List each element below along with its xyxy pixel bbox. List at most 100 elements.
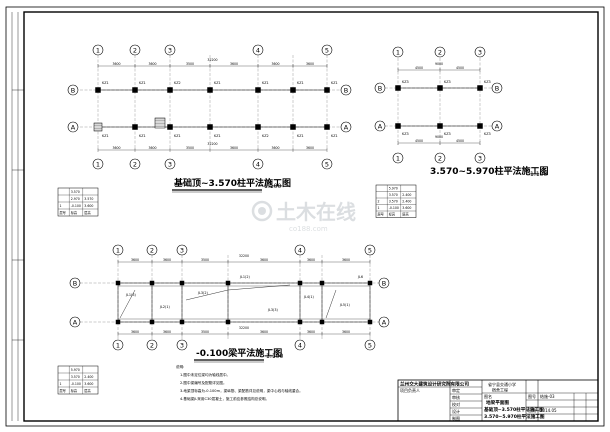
plan3-top-dim-value: 3600 xyxy=(163,258,171,262)
plan2-axis-b-right xyxy=(491,82,503,94)
column xyxy=(367,280,373,286)
plan1-axis-bottom-label: 5 xyxy=(325,160,329,168)
plan3-axis-b-right xyxy=(378,277,390,289)
plan2-axis-top-label: 1 xyxy=(396,48,400,56)
column xyxy=(290,87,296,93)
plan2-axis-a-right xyxy=(491,120,503,132)
plan2-axis-bottom xyxy=(392,152,404,164)
plan3-axis-a-left xyxy=(69,316,81,328)
table-cell: -0.100 xyxy=(71,382,81,386)
plan3-axis-bottom-label: 5 xyxy=(368,341,372,349)
notes-heading: 说明: xyxy=(176,364,184,369)
plan3-axis-a-left-label: A xyxy=(73,318,78,326)
table-cell: 3.570 xyxy=(389,193,398,197)
plan1-axis-top xyxy=(129,44,141,56)
plan3-axis-top xyxy=(112,244,124,256)
column xyxy=(207,124,213,130)
table-border xyxy=(375,184,417,218)
plan1-axis-top xyxy=(164,44,176,56)
plan1-top-dim-value: 3600 xyxy=(112,62,120,66)
column-detail-b xyxy=(154,117,166,129)
plan1-bottom-dim-total: 32200 xyxy=(207,142,217,146)
table-cell: 1 xyxy=(378,206,380,210)
plan3-axis-top xyxy=(294,244,306,256)
note-4: 4.基础梁JL采用C30混凝土，施工前应参照结构总说明。 xyxy=(180,396,269,401)
column xyxy=(319,280,325,286)
beam-line-diag xyxy=(119,289,136,319)
plan1-axis-top-label: 3 xyxy=(168,46,172,54)
plan2-bottom-dim-total: 9000 xyxy=(435,135,443,139)
plan3-bottom-dim-value: 3600 xyxy=(131,330,139,334)
plan2-axis-b-left-label: B xyxy=(378,84,382,92)
beam-tag: JL3(3) xyxy=(267,308,279,312)
column xyxy=(319,319,325,325)
plan1-axis-bottom xyxy=(252,158,264,170)
title-block: 兰州交大建筑设计研究院有限公司 审定 审核 校对 设计 制图 项目负责人 省宁县… xyxy=(397,379,599,422)
plan1-bottom-dim-value: 3600 xyxy=(230,146,238,150)
column xyxy=(167,87,173,93)
column-tag: KZ3 xyxy=(444,80,451,84)
beam-tag: JL5(1) xyxy=(339,303,351,307)
plan2-axis-top-label: 2 xyxy=(438,48,442,56)
plan3-axis-top-label: 2 xyxy=(150,246,154,254)
plan1-bottom-dim-value: 3600 xyxy=(112,146,120,150)
plan3-axis-bottom xyxy=(294,339,306,351)
table-cell: 1 xyxy=(60,382,62,386)
table-cell: 层高 xyxy=(84,210,90,215)
column xyxy=(179,319,185,325)
column xyxy=(115,280,121,286)
beam-tag: JL1(2) xyxy=(239,275,251,279)
drawing-date: 2014.05 xyxy=(540,408,557,413)
plan2-axis-bottom-label: 1 xyxy=(396,154,400,162)
plan1-axis-top-label: 5 xyxy=(325,46,329,54)
plan3-axis-bottom-label: 2 xyxy=(150,341,154,349)
plan3-bottom-dim-value: 3600 xyxy=(307,330,315,334)
table-cell: 3.570 xyxy=(389,200,398,204)
column xyxy=(207,87,213,93)
watermark-url: co188.com xyxy=(289,225,328,233)
plan1-axis-bottom xyxy=(92,158,104,170)
plan3-bottom-dim-total: 32200 xyxy=(239,326,249,330)
column xyxy=(324,87,330,93)
plan1-axis-top-label: 1 xyxy=(96,46,100,54)
plan2-bottom-dim-value: 4500 xyxy=(456,139,464,143)
plan3-axis-top xyxy=(364,244,376,256)
table-cell: 标高 xyxy=(389,212,395,217)
plan1-bottom-dim-value: 3600 xyxy=(271,146,279,150)
plan1-axis-top-label: 2 xyxy=(133,46,137,54)
plan1-axis-a-right xyxy=(340,121,352,133)
note-1: 1.图中未定位梁均为轴线居中。 xyxy=(180,372,230,377)
plan2-top-dim-total: 9000 xyxy=(435,62,443,66)
plan1-axis-top xyxy=(92,44,104,56)
column-tag: KZ1 xyxy=(102,134,109,138)
table-cell: 5.970 xyxy=(389,187,398,191)
plan3-top-dim-value: 3600 xyxy=(260,258,268,262)
plan3-top-dim-value: 3600 xyxy=(307,258,315,262)
beam-tag: JL1(3) xyxy=(125,293,137,297)
plan1-axis-bottom-label: 3 xyxy=(168,160,172,168)
column xyxy=(115,319,121,325)
plan3-axis-top-label: 4 xyxy=(298,246,302,254)
plan3-axis-bottom-label: 3 xyxy=(180,341,184,349)
plan1-axis-top xyxy=(252,44,264,56)
plan1-axis-a-left-label: A xyxy=(71,123,76,131)
column xyxy=(324,124,330,130)
company-name: 兰州交大建筑设计研究院有限公司 xyxy=(400,381,469,388)
column-tag: KZ3 xyxy=(402,80,409,84)
date-label: 日期 xyxy=(528,407,536,413)
plan2-bottom-dim-value: 4500 xyxy=(415,139,423,143)
column-tag: KZ3 xyxy=(484,80,491,84)
column-tag: KZ2 xyxy=(262,134,269,138)
table-cell: 3.570 xyxy=(71,375,80,379)
column-tag: KZ1 xyxy=(139,81,146,85)
plan3-axis-bottom xyxy=(364,339,376,351)
column-tag: KZ1 xyxy=(102,81,109,85)
inner-frame xyxy=(23,11,599,422)
plan3-top-dim-value: 3500 xyxy=(201,258,209,262)
table-cell: 3.600 xyxy=(84,204,93,208)
column xyxy=(225,319,231,325)
plan2-axis-top-label: 3 xyxy=(478,48,482,56)
plan1-axis-a-left xyxy=(67,121,79,133)
beam-tag: JL2(1) xyxy=(159,305,171,309)
